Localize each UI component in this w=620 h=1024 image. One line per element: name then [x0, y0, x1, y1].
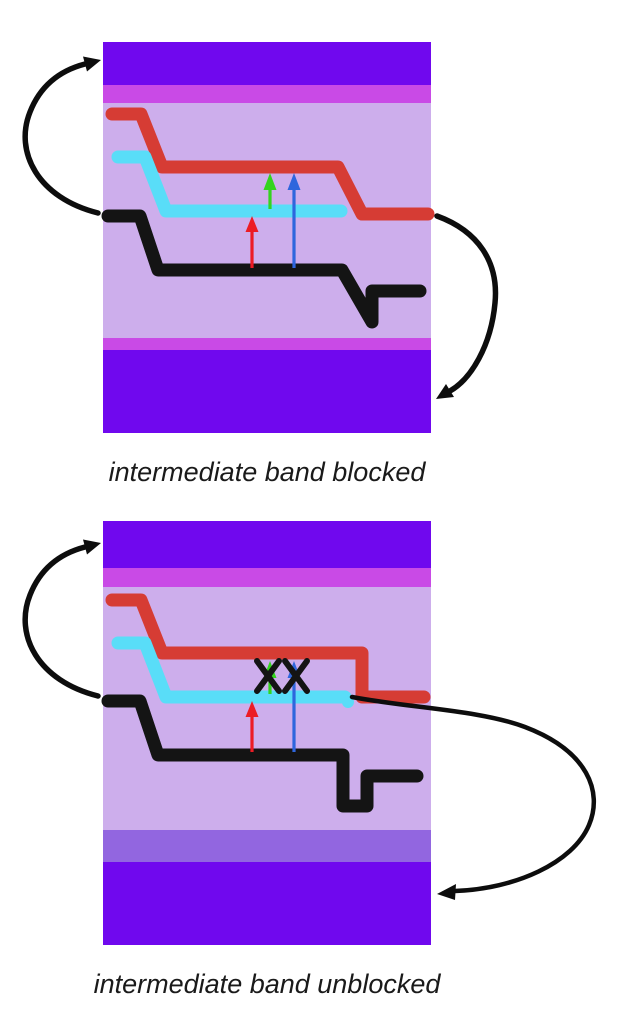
blue-photon-arrow [287, 173, 301, 268]
right-extraction-arrow-curve [434, 213, 499, 394]
blocked-transition-x-icon [254, 658, 282, 694]
lower-barrier-layer [103, 338, 431, 350]
left-circulation-arrow-curve [22, 61, 101, 216]
left-circulation-arrow [22, 56, 101, 216]
right-extraction-arrow [349, 694, 597, 900]
red-photon-arrow [245, 701, 259, 752]
upper-barrier-layer [103, 568, 431, 587]
blue-photon-arrowhead-icon [287, 173, 301, 190]
bottom-panel: intermediate band unblocked [22, 521, 597, 999]
left-circulation-arrow [22, 539, 101, 699]
conduction-band-line [105, 107, 435, 221]
red-photon-arrowhead-icon [245, 701, 259, 717]
intermediate-band-line [111, 636, 352, 704]
green-photon-arrow [263, 173, 277, 209]
red-photon-arrow [245, 216, 259, 268]
right-extraction-arrowhead-icon [437, 884, 456, 900]
left-circulation-arrowhead-icon [83, 56, 101, 72]
top-contact-layer [103, 42, 431, 85]
bottom-contact-layer [103, 350, 431, 433]
left-circulation-arrow-curve [22, 544, 101, 699]
top-panel: intermediate band blocked [22, 42, 499, 487]
valence-band-line [101, 209, 427, 329]
x-mark-left [254, 658, 282, 694]
red-photon-arrowhead-icon [245, 216, 259, 232]
left-circulation-arrowhead-icon [83, 539, 101, 555]
right-extraction-arrow [434, 213, 499, 399]
bottom-contact-layer [103, 862, 431, 945]
top-contact-layer [103, 521, 431, 568]
valence-band-line [101, 694, 424, 813]
intermediate-band-line [111, 150, 348, 218]
lower-barrier-layer [103, 830, 431, 862]
caption-top: intermediate band blocked [109, 457, 427, 487]
right-extraction-arrowhead-icon [436, 384, 454, 399]
x-mark-right [282, 658, 310, 694]
green-photon-arrowhead-icon [263, 173, 277, 190]
blocked-transition-x-icon [282, 658, 310, 694]
caption-bottom: intermediate band unblocked [94, 969, 442, 999]
upper-barrier-layer [103, 85, 431, 103]
right-extraction-arrow-curve [349, 694, 597, 894]
conduction-band-line [105, 593, 431, 704]
